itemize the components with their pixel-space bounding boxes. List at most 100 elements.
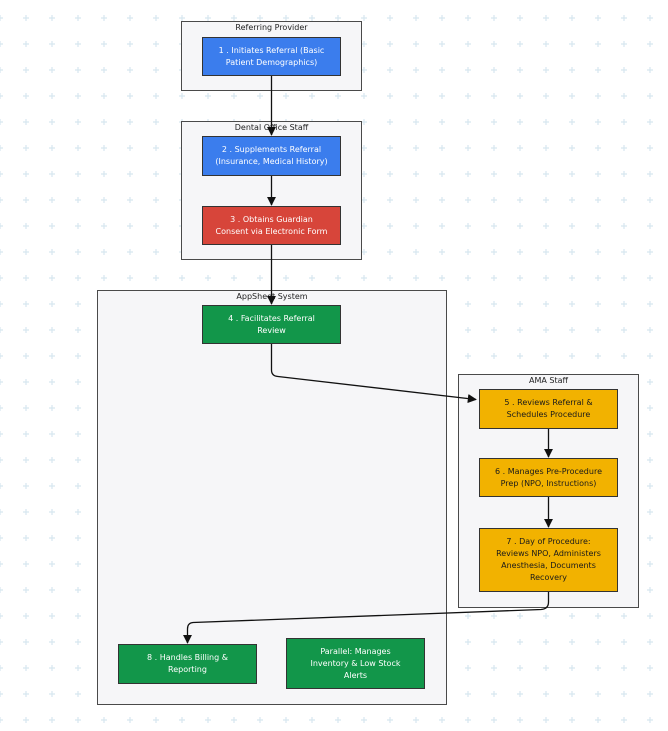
background-plus-mark xyxy=(127,145,133,151)
background-plus-mark xyxy=(361,223,367,229)
background-plus-mark xyxy=(361,41,367,47)
background-plus-mark xyxy=(257,275,263,281)
background-plus-mark xyxy=(0,691,3,697)
background-plus-mark xyxy=(387,275,393,281)
background-plus-mark xyxy=(75,93,81,99)
step-5-reviews-referral[interactable]: 5 . Reviews Referral & Schedules Procedu… xyxy=(479,389,618,429)
background-plus-mark xyxy=(49,561,55,567)
background-plus-mark xyxy=(595,171,601,177)
background-plus-mark xyxy=(75,145,81,151)
step-label: 8 . Handles Billing & Reporting xyxy=(147,653,228,674)
background-plus-mark xyxy=(75,665,81,671)
background-plus-mark xyxy=(153,93,159,99)
background-plus-mark xyxy=(0,197,3,203)
background-plus-mark xyxy=(595,613,601,619)
background-plus-mark xyxy=(23,353,29,359)
background-plus-mark xyxy=(127,275,133,281)
background-plus-mark xyxy=(465,275,471,281)
background-plus-mark xyxy=(491,275,497,281)
background-plus-mark xyxy=(543,301,549,307)
background-plus-mark xyxy=(543,15,549,21)
background-plus-mark xyxy=(101,249,107,255)
background-plus-mark xyxy=(23,509,29,515)
background-plus-mark xyxy=(491,119,497,125)
background-plus-mark xyxy=(0,379,3,385)
background-plus-mark xyxy=(595,197,601,203)
background-plus-mark xyxy=(413,93,419,99)
background-plus-mark xyxy=(647,249,653,255)
background-plus-mark xyxy=(49,119,55,125)
background-plus-mark xyxy=(23,41,29,47)
lane-title: Referring Provider xyxy=(235,23,308,32)
background-plus-mark xyxy=(361,197,367,203)
background-plus-mark xyxy=(153,275,159,281)
step-2-supplements-referral[interactable]: 2 . Supplements Referral (Insurance, Med… xyxy=(202,136,341,176)
step-label: 3 . Obtains Guardian Consent via Electro… xyxy=(215,214,328,236)
background-plus-mark xyxy=(595,353,601,359)
background-plus-mark xyxy=(517,353,523,359)
background-plus-mark xyxy=(413,197,419,203)
background-plus-mark xyxy=(543,327,549,333)
background-plus-mark xyxy=(75,535,81,541)
background-plus-mark xyxy=(75,613,81,619)
step-7-day-of-procedure[interactable]: 7 . Day of Procedure: Reviews NPO, Admin… xyxy=(479,528,618,592)
background-plus-mark xyxy=(75,197,81,203)
background-plus-mark xyxy=(75,691,81,697)
background-plus-mark xyxy=(361,249,367,255)
background-plus-mark xyxy=(621,15,627,21)
background-plus-mark xyxy=(569,613,575,619)
background-plus-mark xyxy=(595,691,601,697)
background-plus-mark xyxy=(23,665,29,671)
background-plus-mark xyxy=(23,587,29,593)
background-plus-mark xyxy=(231,717,237,723)
background-plus-mark xyxy=(439,93,445,99)
background-plus-mark xyxy=(23,119,29,125)
background-plus-mark xyxy=(101,67,107,73)
background-plus-mark xyxy=(179,275,185,281)
background-plus-mark xyxy=(491,15,497,21)
background-plus-mark xyxy=(75,379,81,385)
step-6-manages-pre-procedure-prep[interactable]: 6 . Manages Pre-Procedure Prep (NPO, Ins… xyxy=(479,458,618,497)
background-plus-mark xyxy=(23,457,29,463)
step-3-obtains-guardian-consent[interactable]: 3 . Obtains Guardian Consent via Electro… xyxy=(202,206,341,245)
background-plus-mark xyxy=(153,41,159,47)
background-plus-mark xyxy=(595,717,601,723)
background-plus-mark xyxy=(465,327,471,333)
background-plus-mark xyxy=(179,15,185,21)
background-plus-mark xyxy=(101,171,107,177)
background-plus-mark xyxy=(49,171,55,177)
background-plus-mark xyxy=(439,119,445,125)
background-plus-mark xyxy=(517,249,523,255)
background-plus-mark xyxy=(23,171,29,177)
background-plus-mark xyxy=(75,15,81,21)
background-plus-mark xyxy=(283,93,289,99)
background-plus-mark xyxy=(491,93,497,99)
background-plus-mark xyxy=(621,717,627,723)
background-plus-mark xyxy=(517,639,523,645)
background-plus-mark xyxy=(49,145,55,151)
parallel-manages-inventory[interactable]: Parallel: Manages Inventory & Low Stock … xyxy=(286,638,425,689)
background-plus-mark xyxy=(621,353,627,359)
background-plus-mark xyxy=(387,223,393,229)
background-plus-mark xyxy=(595,67,601,73)
background-plus-mark xyxy=(517,171,523,177)
background-plus-mark xyxy=(517,717,523,723)
background-plus-mark xyxy=(647,561,653,567)
background-plus-mark xyxy=(413,145,419,151)
step-1-initiates-referral[interactable]: 1 . Initiates Referral (Basic Patient De… xyxy=(202,37,341,76)
background-plus-mark xyxy=(647,405,653,411)
background-plus-mark xyxy=(569,67,575,73)
background-plus-mark xyxy=(491,327,497,333)
background-plus-mark xyxy=(621,249,627,255)
background-plus-mark xyxy=(179,93,185,99)
background-plus-mark xyxy=(49,613,55,619)
step-8-handles-billing[interactable]: 8 . Handles Billing & Reporting xyxy=(118,644,257,684)
background-plus-mark xyxy=(517,145,523,151)
background-plus-mark xyxy=(101,275,107,281)
background-plus-mark xyxy=(361,145,367,151)
step-4-facilitates-referral-review[interactable]: 4 . Facilitates Referral Review xyxy=(202,305,341,344)
background-plus-mark xyxy=(361,93,367,99)
background-plus-mark xyxy=(465,145,471,151)
background-plus-mark xyxy=(101,145,107,151)
background-plus-mark xyxy=(49,197,55,203)
